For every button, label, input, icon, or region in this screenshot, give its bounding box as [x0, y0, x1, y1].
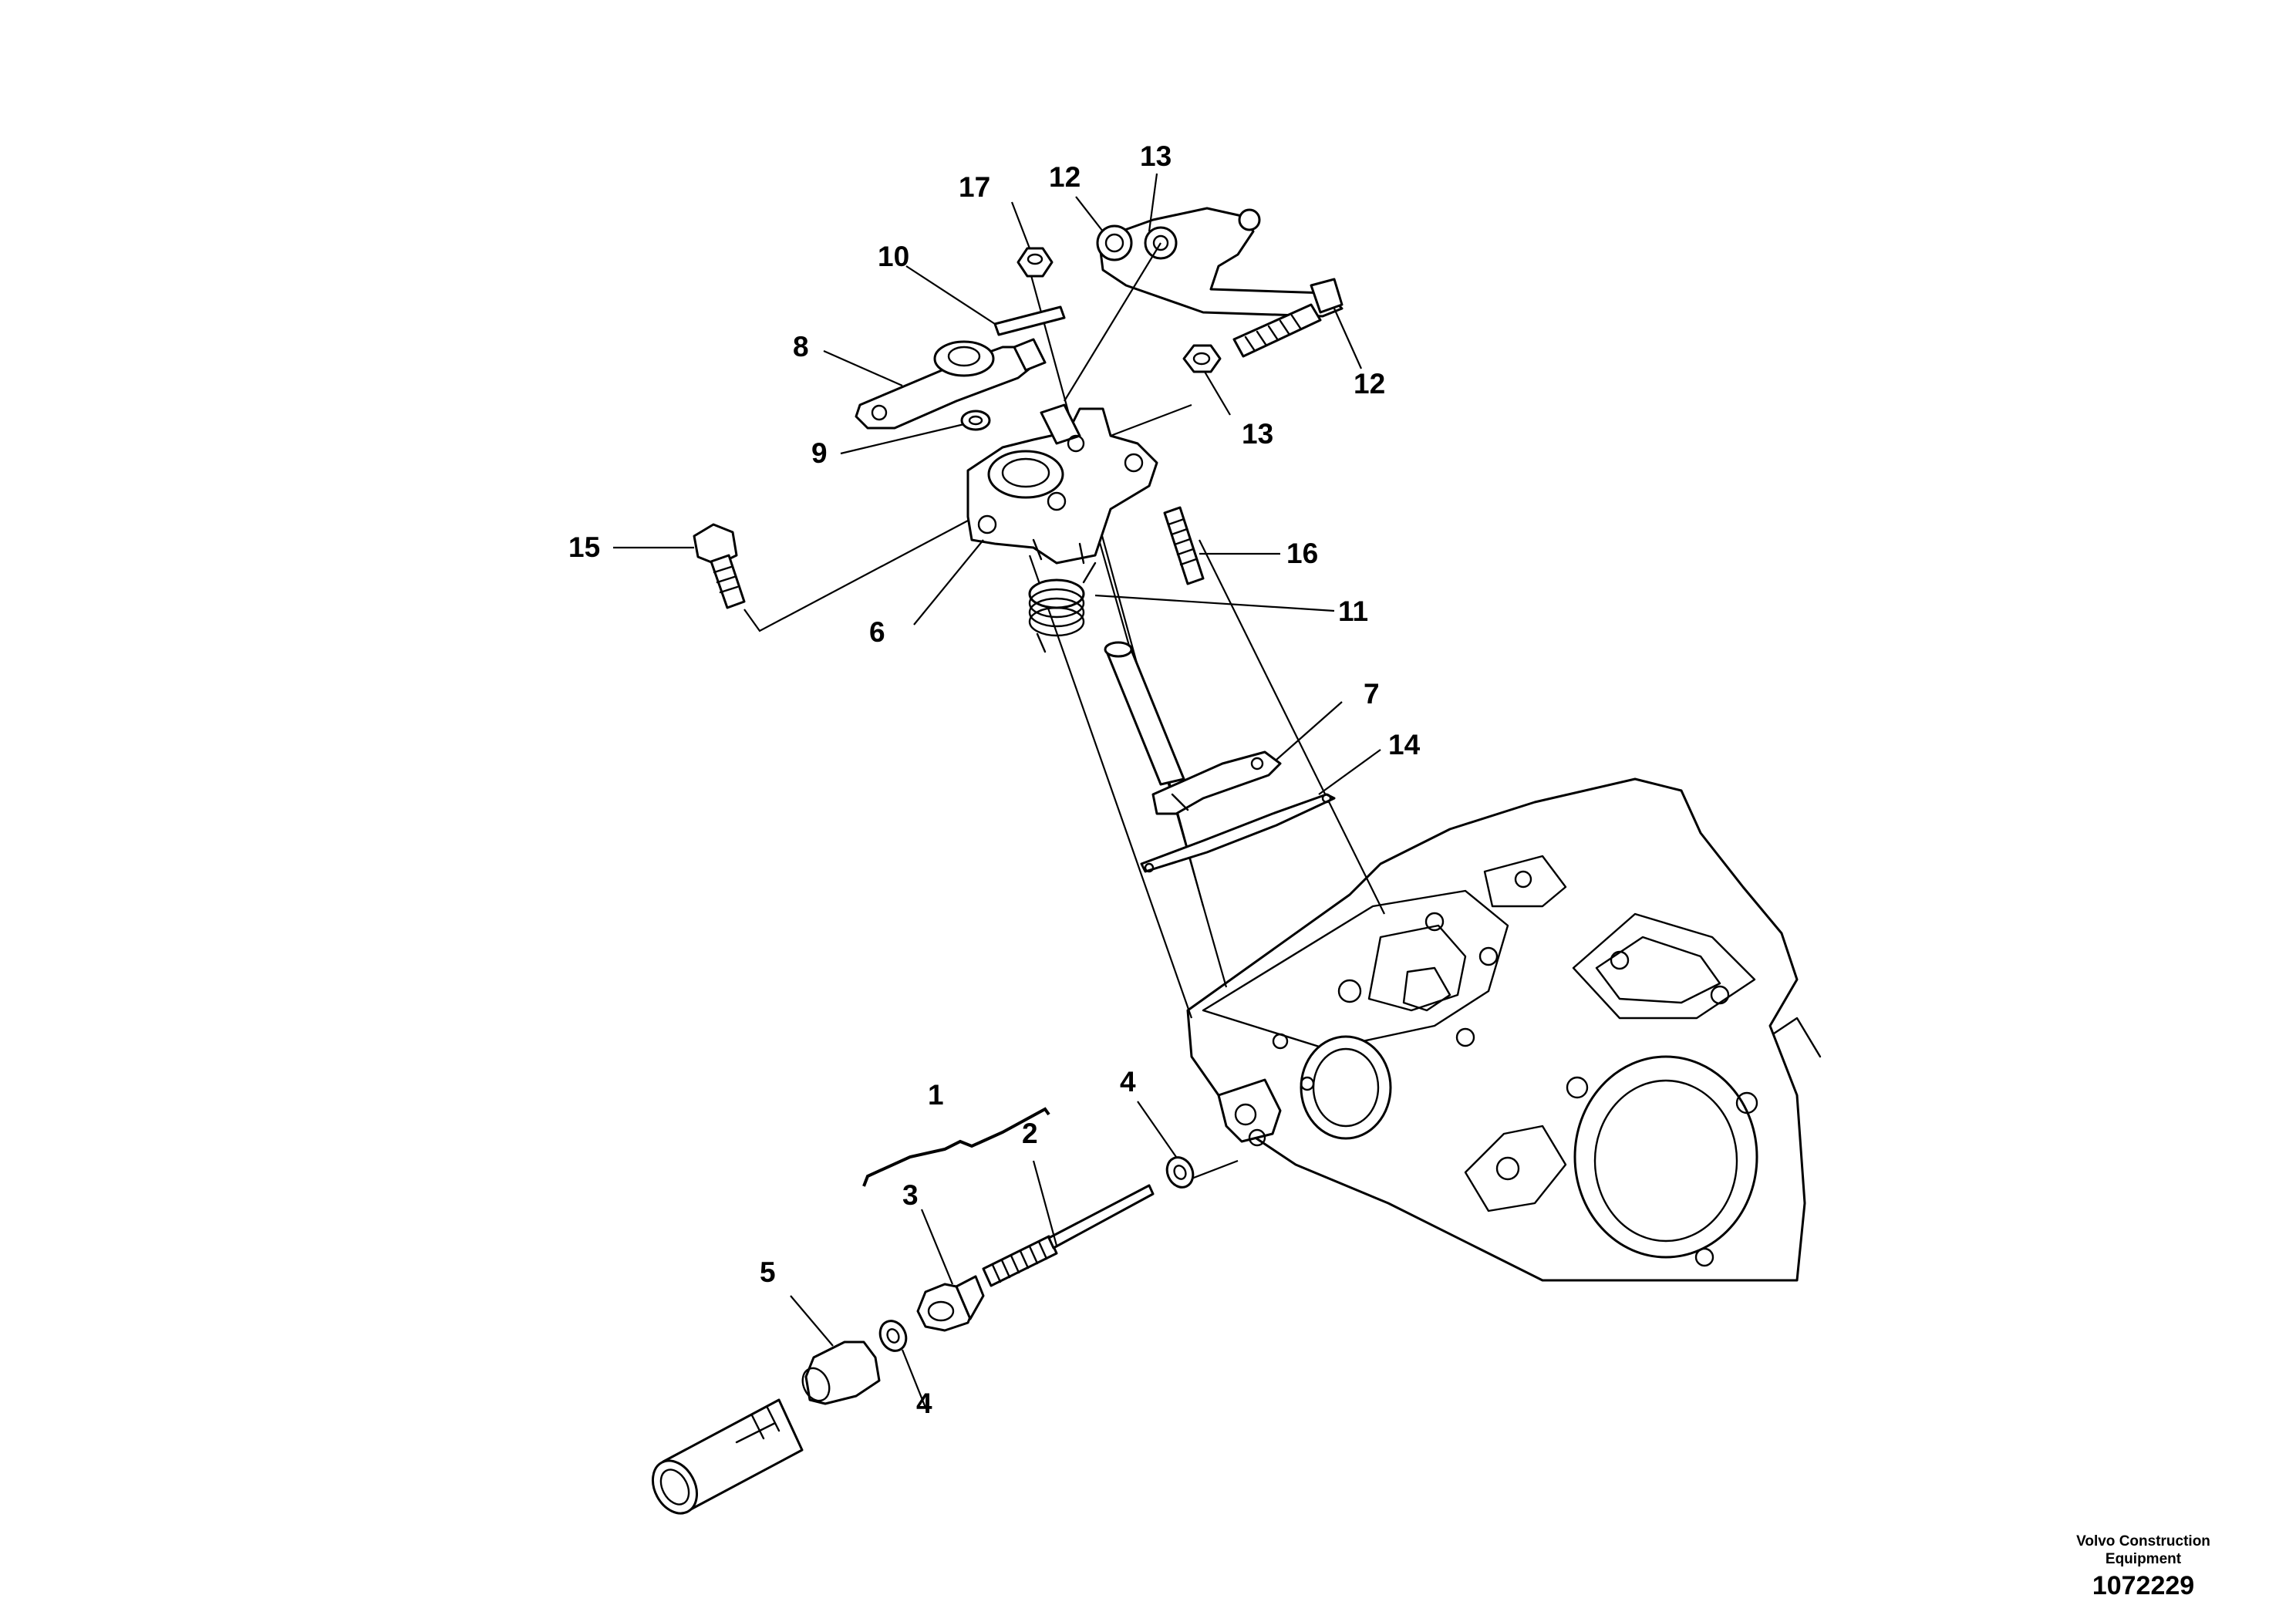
nut-13: [1182, 344, 1222, 373]
screw-2: [982, 1184, 1155, 1287]
cap-nut-5: [801, 1340, 881, 1405]
callout-17: 17: [959, 171, 990, 203]
callout-11: 11: [1338, 595, 1368, 627]
engine-block: [1186, 777, 1822, 1282]
callout-13-bottom: 13: [1242, 418, 1273, 450]
nut-3: [916, 1275, 985, 1332]
sleeve: [651, 1398, 804, 1515]
callout-6: 6: [869, 616, 885, 648]
brand-line-2: Equipment: [2105, 1551, 2182, 1567]
stud-16: [1163, 506, 1205, 585]
shaft-7: [1104, 641, 1282, 815]
callout-3: 3: [902, 1179, 919, 1211]
washer-9: [960, 410, 991, 431]
callout-7: 7: [1364, 678, 1380, 710]
brand-line-1: Volvo Construction: [2076, 1533, 2210, 1549]
washer-4-lower: [878, 1320, 908, 1352]
washer-4-upper: [1165, 1156, 1195, 1189]
callout-13-top: 13: [1140, 140, 1172, 172]
bolt-12: [1232, 303, 1322, 358]
gasket-14: [1140, 793, 1336, 873]
leader-lines: [613, 173, 1381, 1408]
nut-17: [1017, 247, 1054, 278]
callout-10: 10: [878, 241, 909, 272]
callout-12-bottom: 12: [1354, 368, 1385, 400]
screw-15: [693, 520, 969, 632]
footer-block: Volvo Construction Equipment 1072229: [2051, 1533, 2236, 1600]
callout-1: 1: [928, 1079, 944, 1111]
callout-4-top: 4: [1120, 1066, 1136, 1098]
callout-12-top: 12: [1049, 161, 1081, 193]
spring-11: [1028, 561, 1097, 653]
document-number: 1072229: [2092, 1571, 2195, 1600]
callout-9: 9: [811, 437, 828, 469]
callout-numbers: 17 12 13 10 8 12 13 9 15 16 11 6 7 14 1 …: [568, 140, 1421, 1419]
callout-14: 14: [1388, 729, 1421, 760]
lever-plate: [1096, 207, 1344, 318]
callout-15: 15: [568, 531, 600, 563]
callout-16: 16: [1286, 538, 1318, 569]
bracket-1: [862, 1107, 1050, 1187]
callout-4-bottom: 4: [916, 1388, 932, 1419]
housing-6: [966, 403, 1158, 565]
callout-8: 8: [793, 331, 809, 363]
callout-5: 5: [760, 1256, 776, 1288]
lever-8: [855, 305, 1066, 430]
callout-2: 2: [1022, 1118, 1038, 1149]
